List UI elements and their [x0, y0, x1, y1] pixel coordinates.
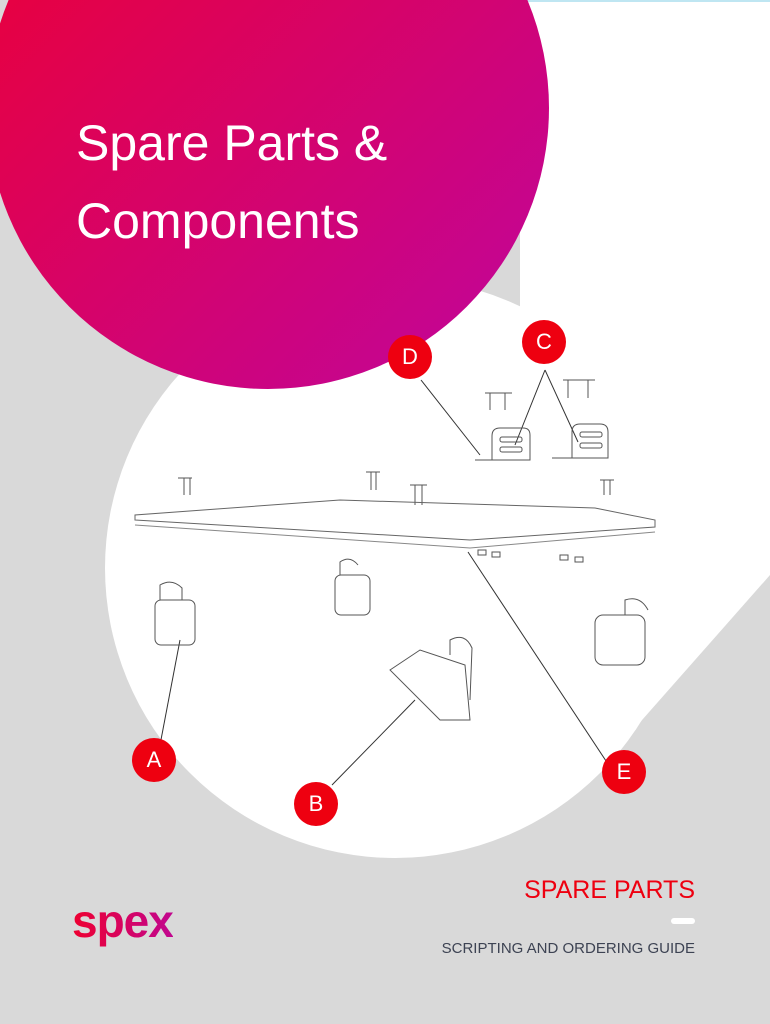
white-circle [105, 278, 685, 858]
gradient-circle [0, 0, 549, 389]
tagline: SCRIPTING AND ORDERING GUIDE [441, 940, 695, 957]
callout-c: C [522, 320, 566, 364]
spex-logo: spex [72, 895, 174, 947]
divider [671, 918, 695, 924]
callout-e: E [602, 750, 646, 794]
callout-d: D [388, 335, 432, 379]
callout-a: A [132, 738, 176, 782]
exploded-parts-diagram [134, 369, 656, 786]
cover-title: Spare Parts & Components [76, 115, 388, 249]
subtitle: SPARE PARTS [524, 876, 695, 904]
callout-b: B [294, 782, 338, 826]
